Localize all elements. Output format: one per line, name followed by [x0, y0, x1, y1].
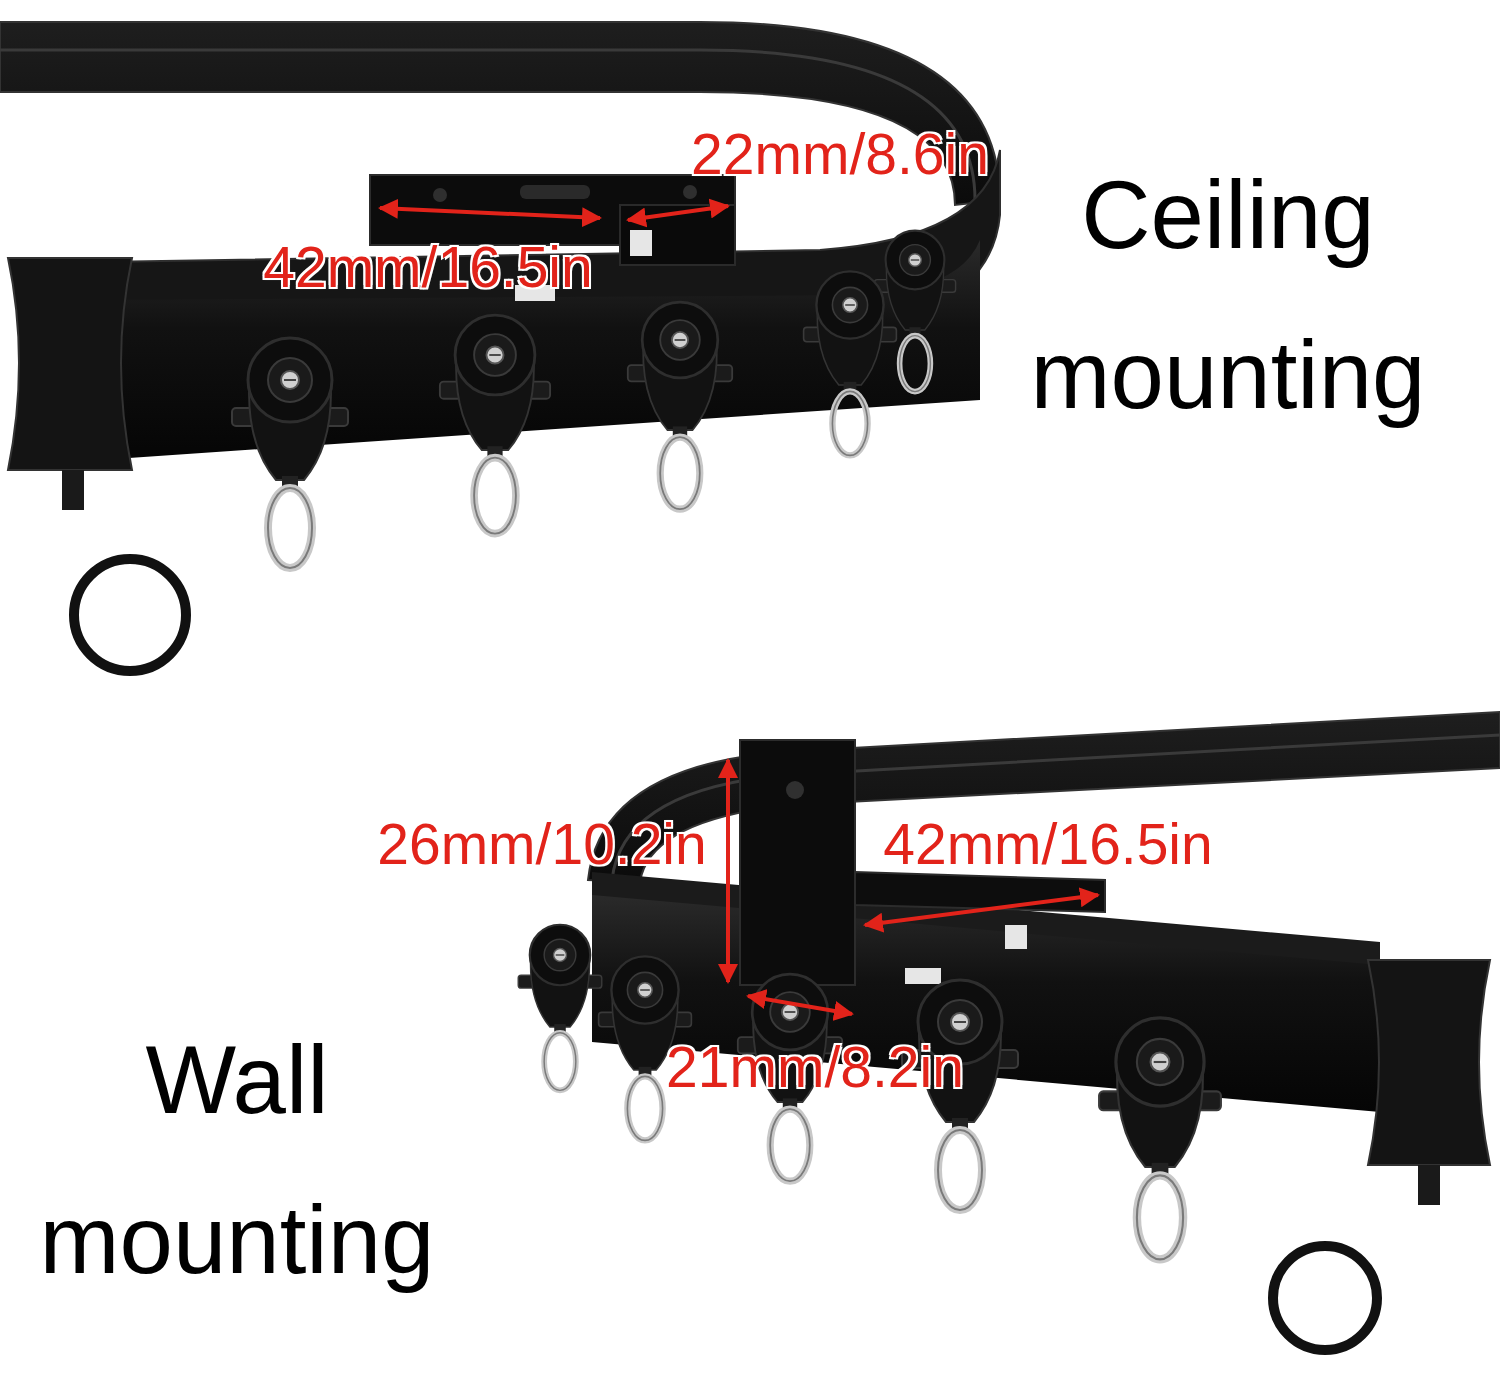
back-rail	[588, 712, 1500, 882]
glider	[440, 315, 550, 534]
glider	[804, 271, 897, 455]
bracket-clip	[1005, 925, 1027, 949]
dimension-arrow	[748, 996, 852, 1014]
end-ring	[1273, 1246, 1377, 1350]
end-stopper	[62, 470, 84, 510]
bracket-slot	[520, 185, 590, 199]
glider	[518, 925, 602, 1091]
glider	[1099, 1018, 1221, 1260]
dimension-label: 22mm/8.6in	[691, 122, 989, 188]
bracket-clip	[630, 230, 652, 256]
dimension-label: 21mm/8.2in	[666, 1035, 964, 1101]
dimension-label: 42mm/16.5in	[263, 235, 593, 301]
dimension-arrow	[726, 760, 730, 982]
mounting-title: Wall mounting	[7, 1000, 467, 1320]
bracket-arm	[855, 872, 1105, 912]
mounting-title: Ceiling mounting	[998, 135, 1458, 455]
glider	[874, 231, 955, 392]
wall-bracket	[740, 740, 855, 985]
glider	[628, 302, 732, 509]
end-ring	[74, 559, 186, 671]
dimension-arrow	[628, 206, 728, 220]
dimension-arrow	[380, 208, 600, 218]
end-cap	[1368, 960, 1490, 1165]
bracket-hole	[433, 188, 447, 202]
ceiling-track	[0, 22, 1000, 671]
end-cap	[8, 258, 132, 470]
dimension-label: 42mm/16.5in	[883, 812, 1213, 878]
end-stopper	[1418, 1165, 1440, 1205]
bracket-clip	[905, 968, 941, 984]
wall-track	[518, 712, 1500, 1350]
glider	[232, 338, 348, 568]
bracket-clamp	[620, 205, 735, 265]
dimension-arrow	[865, 895, 1098, 925]
dimension-label: 26mm/10.2in	[377, 812, 707, 878]
bracket-hole	[786, 781, 804, 799]
bracket-hole	[683, 185, 697, 199]
